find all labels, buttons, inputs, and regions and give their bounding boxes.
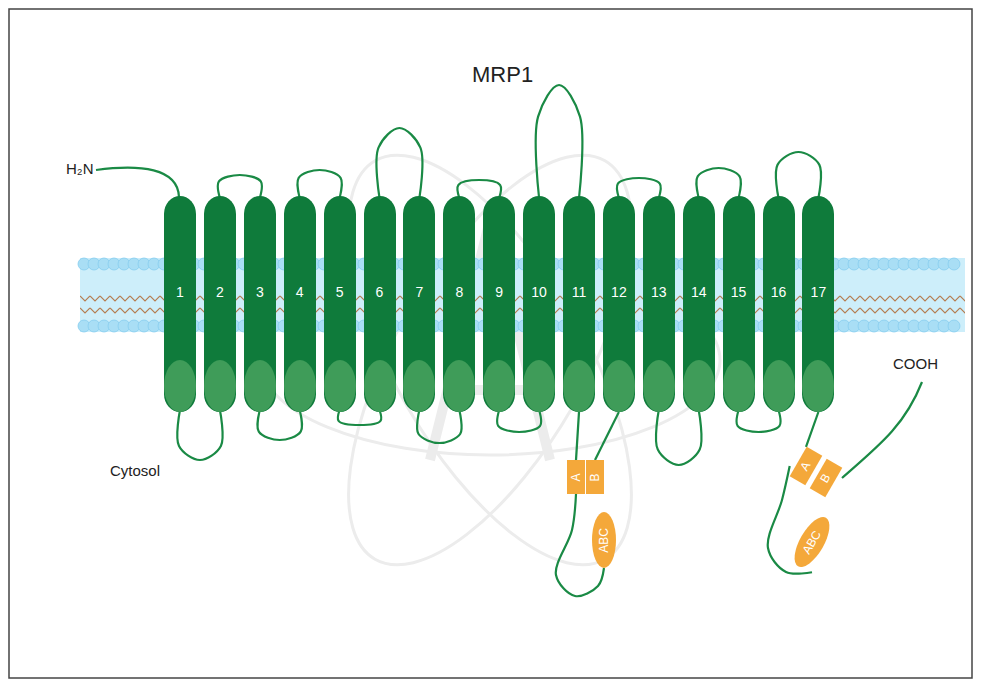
peptide-loop bbox=[458, 180, 501, 198]
peptide-loop bbox=[656, 410, 702, 465]
transmembrane-helix: 13 bbox=[643, 196, 675, 412]
motif-label: A bbox=[798, 459, 813, 472]
helix-number: 12 bbox=[611, 284, 627, 300]
motif-label: B bbox=[818, 471, 833, 484]
helix-cytosolic-end bbox=[603, 360, 635, 412]
transmembrane-helix: 2 bbox=[204, 196, 236, 412]
helix-cytosolic-end bbox=[723, 360, 755, 412]
motif-label: ABC bbox=[598, 528, 611, 553]
helix-number: 17 bbox=[811, 284, 827, 300]
helix-cytosolic-end bbox=[763, 360, 795, 412]
transmembrane-helix: 4 bbox=[284, 196, 316, 412]
walker-motif-box: A bbox=[567, 460, 585, 494]
helix-number: 4 bbox=[296, 284, 304, 300]
helix-number: 3 bbox=[256, 284, 264, 300]
helix-cytosolic-end bbox=[483, 360, 515, 412]
abc-signature-oval: ABC bbox=[592, 512, 616, 568]
helix-number: 14 bbox=[691, 284, 707, 300]
helix-cytosolic-end bbox=[443, 360, 475, 412]
terminus-label: COOH bbox=[893, 355, 938, 372]
peptide-loop bbox=[595, 412, 619, 460]
peptide-loop bbox=[298, 170, 342, 198]
transmembrane-helix: 5 bbox=[324, 196, 356, 412]
transmembrane-helix: 17 bbox=[802, 196, 834, 412]
helix-cytosolic-end bbox=[164, 360, 196, 412]
abc-signature-oval: ABC bbox=[788, 512, 837, 572]
helix-number: 11 bbox=[572, 284, 587, 300]
peptide-loop bbox=[177, 410, 222, 460]
helix-number: 10 bbox=[531, 284, 547, 300]
helix-number: 8 bbox=[455, 284, 463, 300]
transmembrane-helix: 12 bbox=[603, 196, 635, 412]
motif-label: B bbox=[588, 473, 601, 481]
walker-motif-box: B bbox=[586, 460, 604, 494]
helix-cytosolic-end bbox=[683, 360, 715, 412]
watermark bbox=[260, 113, 720, 606]
peptide-loop bbox=[617, 178, 661, 198]
n-terminus-tail bbox=[96, 168, 179, 197]
transmembrane-helix: 15 bbox=[723, 196, 755, 412]
peptide-loop bbox=[806, 412, 818, 447]
peptide-loop bbox=[218, 175, 262, 198]
helix-number: 5 bbox=[336, 284, 344, 300]
terminus-label: H₂N bbox=[66, 160, 94, 177]
c-terminus-tail bbox=[842, 382, 922, 478]
helix-number: 1 bbox=[176, 284, 184, 300]
transmembrane-helix: 9 bbox=[483, 196, 515, 412]
helix-number: 9 bbox=[495, 284, 503, 300]
peptide-loop bbox=[737, 410, 781, 432]
peptide-loop bbox=[258, 410, 302, 440]
peptide-loop bbox=[576, 412, 579, 460]
helix-cytosolic-end bbox=[523, 360, 555, 412]
helix-number: 7 bbox=[415, 284, 423, 300]
transmembrane-helix: 6 bbox=[364, 196, 396, 412]
peptide-loop bbox=[776, 152, 821, 198]
helix-cytosolic-end bbox=[324, 360, 356, 412]
transmembrane-helix: 16 bbox=[763, 196, 795, 412]
helix-cytosolic-end bbox=[802, 360, 834, 412]
peptide-loop bbox=[696, 168, 740, 198]
transmembrane-helix: 8 bbox=[443, 196, 475, 412]
helix-number: 16 bbox=[771, 284, 787, 300]
transmembrane-helix: 1 bbox=[164, 196, 196, 412]
transmembrane-helix: 10 bbox=[523, 196, 555, 412]
peptide-loop bbox=[417, 410, 462, 443]
frame bbox=[9, 9, 972, 678]
helix-cytosolic-end bbox=[403, 360, 435, 412]
peptide-loop bbox=[376, 128, 422, 198]
helix-cytosolic-end bbox=[364, 360, 396, 412]
helix-cytosolic-end bbox=[284, 360, 316, 412]
helix-number: 6 bbox=[376, 284, 384, 300]
peptide-loop bbox=[338, 410, 381, 425]
helix-number: 13 bbox=[651, 284, 667, 300]
transmembrane-helix: 7 bbox=[403, 196, 435, 412]
transmembrane-helix: 14 bbox=[683, 196, 715, 412]
helix-cytosolic-end bbox=[204, 360, 236, 412]
diagram-title: MRP1 bbox=[472, 62, 533, 88]
transmembrane-helix: 11 bbox=[563, 196, 595, 412]
peptide-loop bbox=[497, 410, 541, 432]
helix-cytosolic-end bbox=[643, 360, 675, 412]
helix-cytosolic-end bbox=[563, 360, 595, 412]
motif-label: A bbox=[569, 473, 582, 481]
peptide-loop bbox=[536, 85, 583, 198]
helix-number: 2 bbox=[216, 284, 224, 300]
motif-label: ABC bbox=[800, 528, 824, 556]
helix-number: 15 bbox=[731, 284, 747, 300]
transmembrane-helix: 3 bbox=[244, 196, 276, 412]
compartment-label: Cytosol bbox=[110, 462, 160, 479]
helix-cytosolic-end bbox=[244, 360, 276, 412]
